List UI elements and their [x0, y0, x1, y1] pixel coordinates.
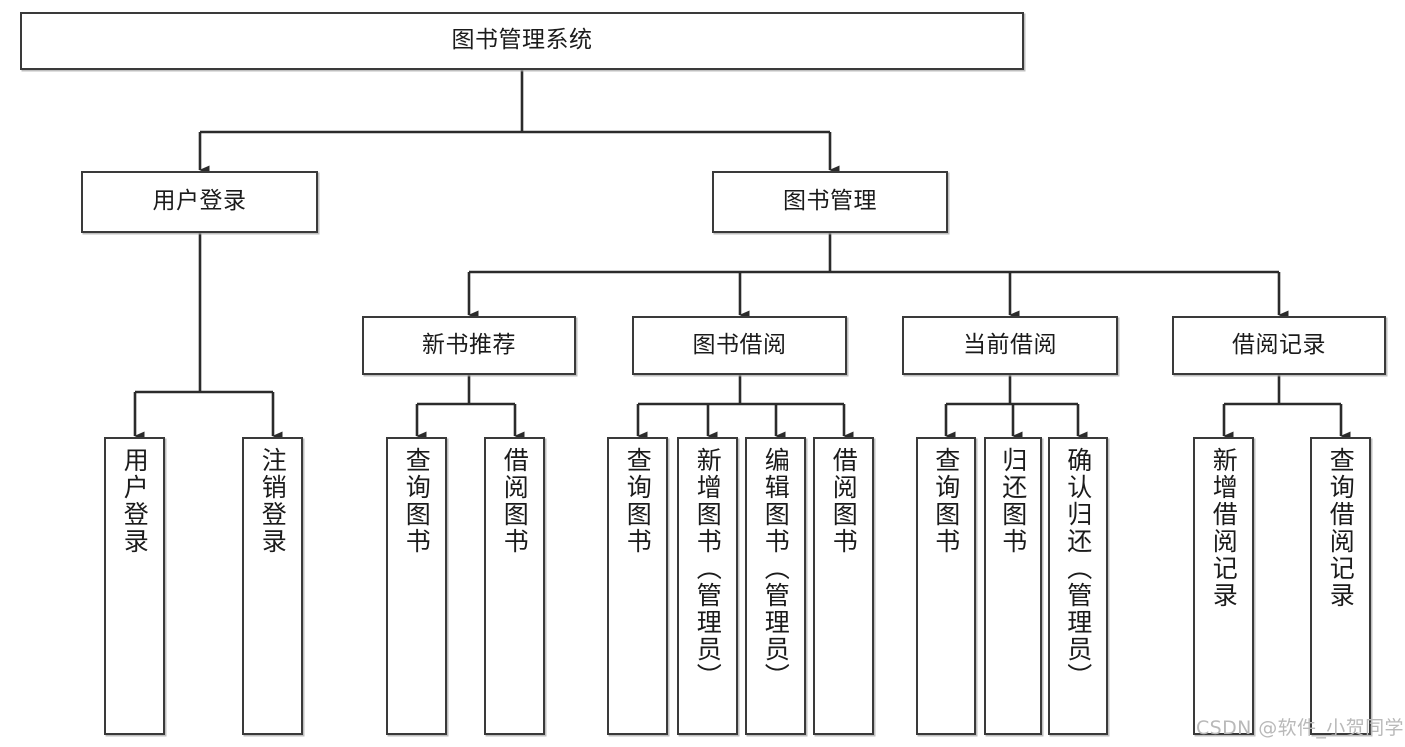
node-label-leaf-add-book: 新增图书（管理员） [693, 447, 723, 690]
node-label-leaf-query-book-2: 查询图书 [623, 447, 653, 555]
node-leaf-query-record[interactable]: 查询借阅记录 [1310, 437, 1371, 735]
node-book-management[interactable]: 图书管理 [712, 171, 948, 233]
node-current-borrow[interactable]: 当前借阅 [902, 316, 1118, 375]
node-label-leaf-logout: 注销登录 [258, 447, 288, 555]
node-leaf-borrow-book-1[interactable]: 借阅图书 [484, 437, 545, 735]
node-leaf-edit-book[interactable]: 编辑图书（管理员） [745, 437, 806, 735]
node-user-login[interactable]: 用户登录 [81, 171, 318, 233]
node-label-leaf-borrow-book-2: 借阅图书 [829, 447, 859, 555]
node-root[interactable]: 图书管理系统 [20, 12, 1024, 70]
node-label-new-book-recommend: 新书推荐 [422, 331, 516, 358]
node-label-borrow-record: 借阅记录 [1232, 331, 1326, 358]
node-leaf-query-book-1[interactable]: 查询图书 [386, 437, 447, 735]
node-label-leaf-borrow-book-1: 借阅图书 [500, 447, 530, 555]
node-label-leaf-add-record: 新增借阅记录 [1209, 447, 1239, 609]
node-label-leaf-return-book: 归还图书 [998, 447, 1028, 555]
node-label-current-borrow: 当前借阅 [963, 331, 1057, 358]
node-borrow-record[interactable]: 借阅记录 [1172, 316, 1386, 375]
node-label-leaf-query-record: 查询借阅记录 [1326, 447, 1356, 609]
node-leaf-add-book[interactable]: 新增图书（管理员） [677, 437, 738, 735]
node-leaf-query-book-3[interactable]: 查询图书 [916, 437, 976, 735]
node-label-leaf-user-login: 用户登录 [120, 447, 150, 555]
node-label-leaf-confirm-return: 确认归还（管理员） [1063, 447, 1093, 690]
node-leaf-confirm-return[interactable]: 确认归还（管理员） [1048, 437, 1108, 735]
node-leaf-add-record[interactable]: 新增借阅记录 [1193, 437, 1254, 735]
node-label-leaf-query-book-1: 查询图书 [402, 447, 432, 555]
node-label-user-login: 用户登录 [152, 188, 247, 215]
node-book-borrow[interactable]: 图书借阅 [632, 316, 847, 375]
node-label-book-management: 图书管理 [783, 188, 877, 215]
node-new-book-recommend[interactable]: 新书推荐 [362, 316, 576, 375]
node-leaf-return-book[interactable]: 归还图书 [984, 437, 1042, 735]
node-label-leaf-query-book-3: 查询图书 [931, 447, 961, 555]
node-label-leaf-edit-book: 编辑图书（管理员） [761, 447, 791, 690]
edge-group [133, 70, 1351, 441]
node-leaf-query-book-2[interactable]: 查询图书 [607, 437, 668, 735]
node-leaf-logout[interactable]: 注销登录 [242, 437, 303, 735]
node-leaf-borrow-book-2[interactable]: 借阅图书 [813, 437, 874, 735]
node-label-book-borrow: 图书借阅 [692, 331, 787, 358]
node-label-root: 图书管理系统 [451, 27, 593, 54]
node-leaf-user-login[interactable]: 用户登录 [104, 437, 165, 735]
